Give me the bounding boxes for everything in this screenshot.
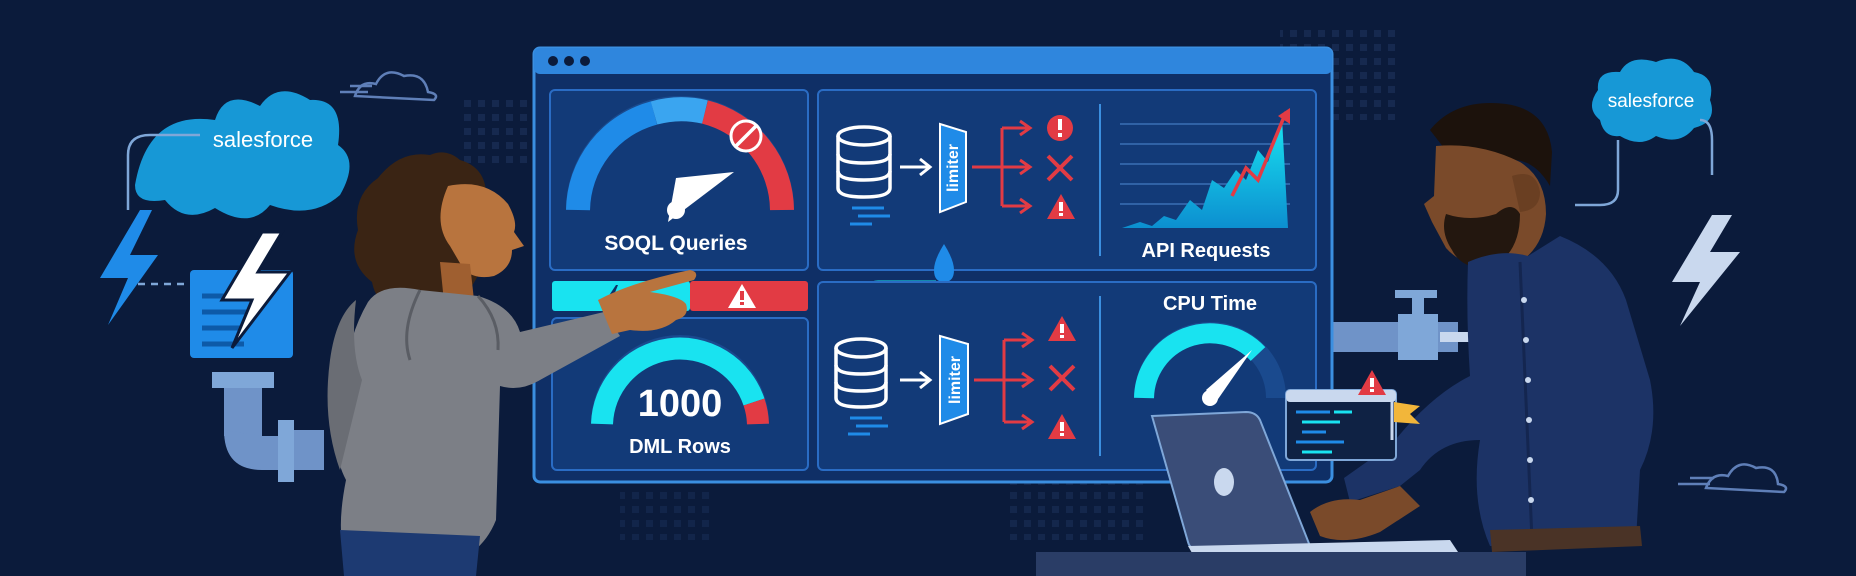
data-stream-lines: [850, 206, 890, 226]
woman-hand-pointing: [598, 270, 697, 334]
fan-out-arrows: [972, 119, 1033, 215]
warning-triangle-icon: [1047, 194, 1075, 219]
woman-jeans: [340, 530, 480, 576]
database-icon: [834, 337, 888, 409]
man-shirt: [1344, 236, 1654, 546]
limiter-label-bottom: limiter: [947, 356, 964, 404]
pixel-pattern-bottom: [1010, 480, 1150, 540]
woman-sleeve-lines: [405, 289, 500, 361]
limiter-flow-top-panel: limiter API Requests: [817, 89, 1317, 271]
cross-icon: [1046, 154, 1074, 182]
salesforce-logo-text: salesforce: [213, 127, 313, 152]
arrow-right-icon: [900, 370, 933, 390]
limiter-label-top: limiter: [945, 144, 962, 192]
no-entry-icon: [729, 119, 763, 153]
woman-face: [440, 184, 524, 278]
code-window-icon: [1285, 389, 1397, 461]
cloud-icon: [340, 71, 438, 102]
cloud-icon: [1678, 463, 1788, 494]
man-figure: [1310, 103, 1654, 552]
woman-figure: [327, 152, 697, 576]
cross-icon: [1048, 364, 1076, 392]
flag-icon: [1390, 398, 1420, 440]
gauge-fill-dml: [591, 337, 765, 425]
trend-arrowhead: [1278, 108, 1290, 124]
api-area-chart: [1122, 118, 1288, 228]
warning-triangle-icon: [1048, 414, 1076, 439]
gauge-segment-blue: [566, 101, 658, 211]
limiter-funnel: [939, 122, 967, 214]
salesforce-cloud-right: salesforce: [1591, 58, 1712, 142]
gauge-segment-cyan-blue: [650, 97, 708, 125]
alert-icon: [1047, 115, 1073, 141]
salesforce-cloud-left: salesforce: [135, 91, 350, 219]
pipe-icon: [212, 372, 324, 482]
connector-line-right-lower: [1575, 140, 1620, 207]
woman-hood: [327, 300, 362, 470]
warning-triangle-icon: [728, 284, 756, 308]
api-requests-label: API Requests: [1142, 240, 1271, 262]
lightning-bolt-icon: [219, 230, 294, 349]
man-hair: [1430, 103, 1552, 186]
man-shirt-placket: [1518, 261, 1534, 541]
warning-triangle-icon: [1048, 316, 1076, 341]
gauge-redzone-dml: [743, 398, 769, 425]
fan-out-arrows: [974, 331, 1035, 431]
dml-rows-label: DML Rows: [629, 436, 731, 458]
dml-value: 1000: [638, 383, 723, 425]
dml-rows-panel: 1000 DML Rows: [551, 317, 809, 471]
pixel-pattern-bottom-left: [620, 490, 710, 540]
woman-neck: [440, 262, 474, 302]
gauge-needle-cpu: [1206, 350, 1252, 402]
warning-triangle-icon: [1358, 370, 1386, 395]
man-belt: [1490, 526, 1642, 552]
man-beard: [1444, 207, 1520, 269]
database-icon: [836, 125, 892, 199]
lightning-bolt-icon: [1672, 215, 1740, 326]
man-ear: [1512, 174, 1540, 212]
connector-line-right: [1699, 118, 1714, 175]
arrow-right-icon: [900, 157, 933, 177]
soql-queries-panel: SOQL Queries: [549, 89, 809, 271]
lightning-bolt-icon: [100, 210, 158, 325]
pipe-icon: [1328, 290, 1476, 360]
desk: [1036, 552, 1526, 576]
connector-line-left: [126, 133, 200, 210]
gauge-segment-red: [701, 100, 794, 211]
api-trend-line: [1230, 111, 1288, 197]
shirt-buttons: [1521, 297, 1534, 503]
cpu-time-label: CPU Time: [1163, 293, 1257, 315]
limiter-funnel: [939, 334, 969, 426]
gauge-fill-cpu: [1134, 323, 1266, 399]
window-dots-icon: [548, 56, 590, 66]
man-hands: [1310, 486, 1420, 541]
data-stream-lines: [848, 416, 888, 436]
pixel-pattern-left: [460, 95, 540, 165]
salesforce-logo-text: salesforce: [1608, 91, 1695, 112]
soql-queries-label: SOQL Queries: [604, 232, 747, 255]
